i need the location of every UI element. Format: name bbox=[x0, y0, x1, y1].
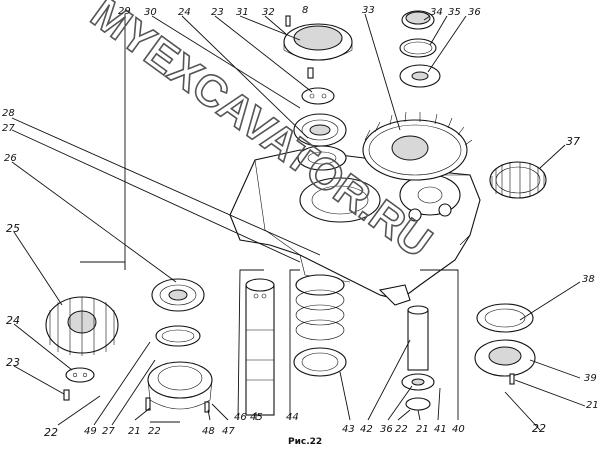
label-28: 28 bbox=[2, 108, 15, 119]
label-33: 33 bbox=[362, 5, 375, 16]
label-22-right: 22 bbox=[532, 422, 546, 435]
label-42: 42 bbox=[360, 424, 373, 435]
flange-housing-49 bbox=[147, 361, 213, 410]
large-gear-33 bbox=[362, 111, 473, 181]
label-27-left: 27 bbox=[2, 123, 15, 134]
label-34: 34 bbox=[430, 7, 443, 18]
bearing-30-upper bbox=[293, 113, 347, 147]
label-47: 47 bbox=[222, 426, 235, 437]
label-32: 32 bbox=[262, 7, 275, 18]
label-49: 49 bbox=[84, 426, 97, 437]
gear-37 bbox=[489, 161, 547, 199]
label-21-bottom-left: 21 bbox=[128, 426, 141, 437]
bolt-47 bbox=[204, 401, 210, 413]
label-25: 25 bbox=[6, 222, 20, 235]
label-21-bottom-right: 21 bbox=[416, 424, 429, 435]
cap-34 bbox=[401, 10, 435, 30]
label-40: 40 bbox=[452, 424, 465, 435]
bearing-26 bbox=[151, 278, 205, 312]
plate-24-upper bbox=[301, 87, 335, 105]
label-22-bottom-right: 22 bbox=[395, 424, 408, 435]
shaft-45 bbox=[245, 278, 275, 416]
gearbox-housing bbox=[229, 149, 481, 306]
bolt-8 bbox=[307, 67, 314, 79]
label-8: 8 bbox=[302, 5, 308, 16]
plate-24-lower bbox=[65, 367, 95, 383]
label-46: 46 bbox=[234, 412, 247, 423]
bearing-29-upper bbox=[297, 145, 347, 171]
label-22-bottom-mid: 22 bbox=[148, 426, 161, 437]
spline-gear-25 bbox=[45, 296, 119, 356]
label-43: 43 bbox=[342, 424, 355, 435]
label-23-top: 23 bbox=[211, 7, 224, 18]
label-24-top: 24 bbox=[178, 7, 191, 18]
label-31: 31 bbox=[236, 7, 249, 18]
label-37: 37 bbox=[566, 135, 580, 148]
flange-39 bbox=[474, 339, 536, 377]
spring-pack-44 bbox=[293, 274, 347, 377]
label-41: 41 bbox=[434, 424, 447, 435]
shaft-42 bbox=[407, 305, 429, 371]
label-23-left: 23 bbox=[6, 356, 20, 369]
label-38: 38 bbox=[582, 274, 595, 285]
top-cover-31 bbox=[283, 15, 353, 61]
label-21-right: 21 bbox=[586, 400, 599, 411]
ring-38 bbox=[476, 303, 534, 333]
label-29: 29 bbox=[118, 6, 131, 17]
leader-lines bbox=[11, 13, 586, 431]
label-30: 30 bbox=[144, 7, 157, 18]
plate-41 bbox=[405, 397, 431, 411]
label-22-bottom-left: 22 bbox=[44, 426, 58, 439]
label-36-bottom: 36 bbox=[380, 424, 393, 435]
label-26: 26 bbox=[4, 153, 17, 164]
bolt-23-lower bbox=[63, 389, 70, 401]
bearing-36-top bbox=[399, 64, 441, 88]
figure-caption: Рис.22 bbox=[288, 437, 322, 447]
ring-35 bbox=[399, 38, 437, 58]
label-39: 39 bbox=[584, 373, 597, 384]
label-27-bottom: 27 bbox=[102, 426, 115, 437]
label-35: 35 bbox=[448, 7, 461, 18]
label-44: 44 bbox=[286, 412, 299, 423]
label-24-left: 24 bbox=[6, 314, 20, 327]
bolt-21-right bbox=[509, 373, 515, 385]
label-45: 45 bbox=[250, 412, 263, 423]
label-48: 48 bbox=[202, 426, 215, 437]
label-36-top: 36 bbox=[468, 7, 481, 18]
part-labels: 29 30 24 23 31 32 8 33 34 35 36 37 28 27… bbox=[2, 5, 599, 447]
ring-27 bbox=[155, 325, 201, 347]
